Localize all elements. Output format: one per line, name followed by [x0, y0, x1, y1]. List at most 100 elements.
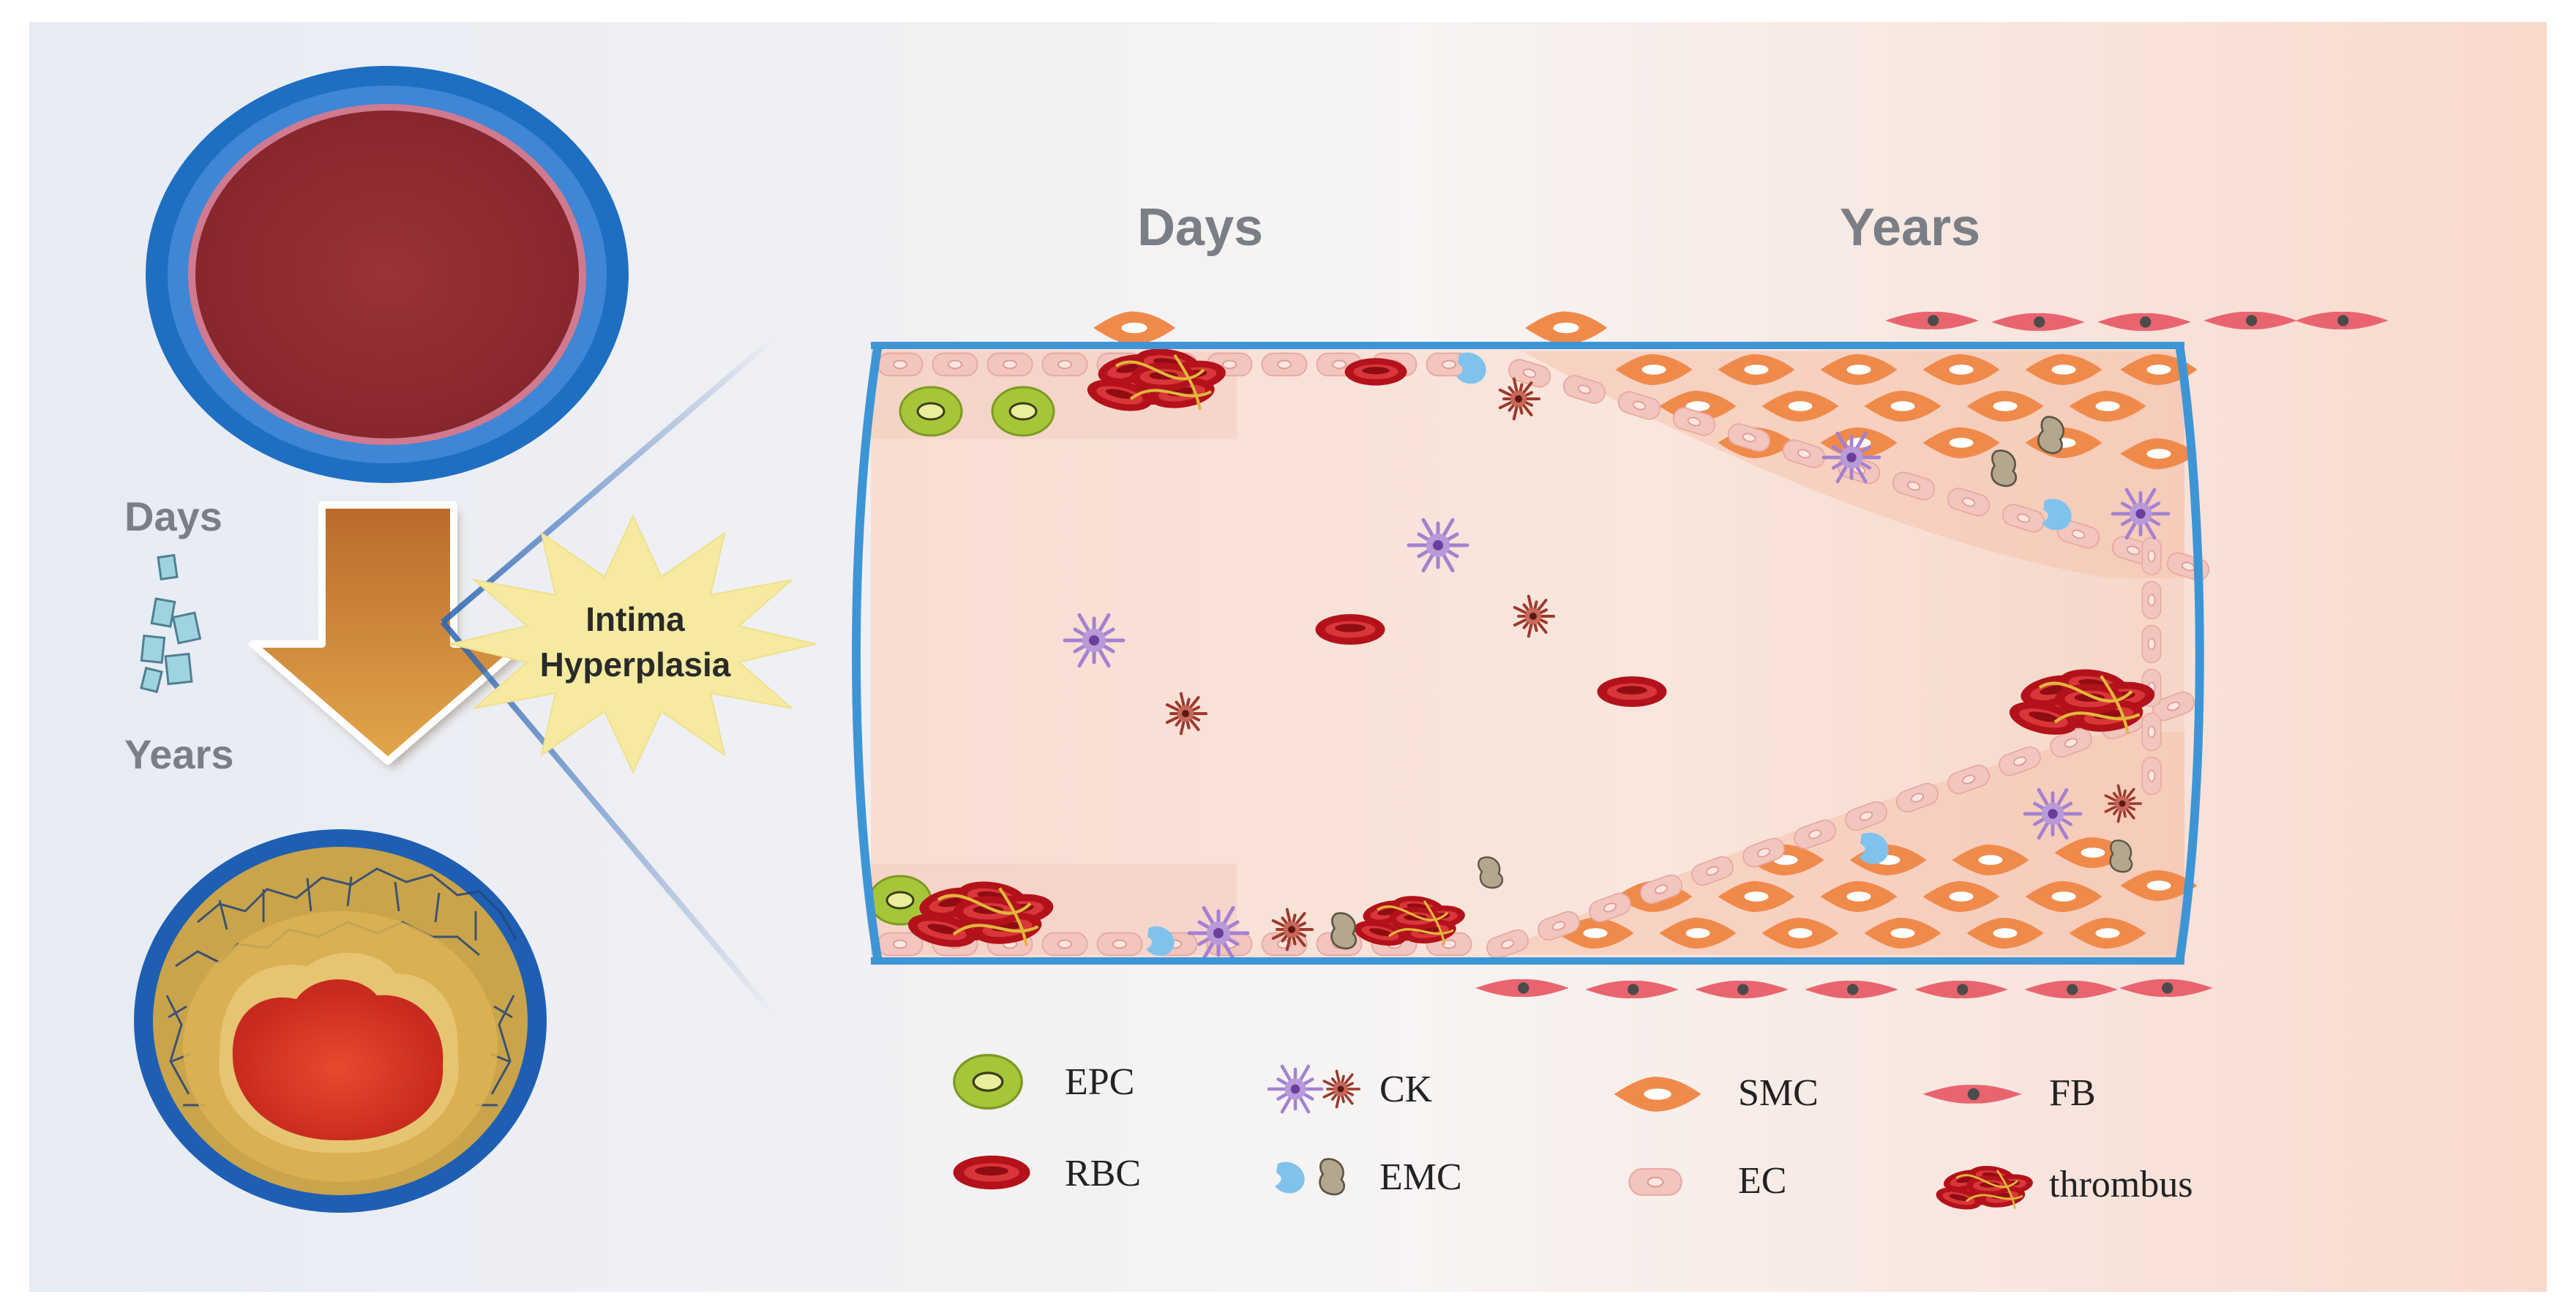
ck-brown-cell — [1165, 692, 1208, 736]
smc-cell — [1614, 1077, 1701, 1112]
smc-cell — [2025, 354, 2103, 386]
smc-cell — [2069, 917, 2146, 949]
ec-cell — [1096, 932, 1143, 957]
fb-cell — [1475, 979, 1569, 998]
fb-cell — [1914, 980, 2008, 999]
emc-blue-cell — [1456, 352, 1486, 384]
legend: EPC RBC CK EMC SMC EC FB thrombus — [953, 1054, 2193, 1210]
legend-label-rbc: RBC — [1065, 1153, 1141, 1194]
label-days-top: Days — [1137, 198, 1263, 257]
ck-purple-cell — [1187, 905, 1250, 961]
smc-cell — [1966, 390, 2044, 422]
fb-cell — [1885, 311, 1979, 330]
ec-cell — [1892, 471, 1936, 501]
emc-gray-cell — [1478, 856, 1504, 889]
smc-cell — [1922, 354, 2000, 386]
rbc-cell — [953, 1155, 1030, 1190]
legend-label-fb: FB — [2049, 1072, 2096, 1114]
ec-cell — [1947, 487, 1991, 517]
thrombus-cluster — [1354, 896, 1465, 946]
smc-cell — [1864, 390, 1942, 422]
ck-purple-cell — [2023, 788, 2083, 840]
legend-label-thrombus: thrombus — [2049, 1164, 2193, 1205]
ec-cell — [2050, 727, 2092, 758]
smc-cell — [1659, 917, 1737, 949]
rbc-cell — [1597, 676, 1667, 707]
smc-cell — [1093, 311, 1175, 345]
fb-cell — [1922, 1085, 2022, 1104]
ec-cell — [2141, 536, 2162, 576]
legend-label-ck: CK — [1379, 1069, 1433, 1110]
rbc-cell — [1315, 614, 1385, 645]
emc-blue-cell — [1275, 1162, 1305, 1194]
label-years-left: Years — [124, 731, 234, 777]
rbc-cell — [1087, 379, 1153, 411]
smc-cell — [1525, 311, 1607, 345]
ec-cell — [1486, 929, 1529, 960]
ec-cell — [1845, 801, 1887, 831]
time-tiles-icon — [140, 553, 202, 694]
smc-cell — [1820, 880, 1898, 913]
smc-cell — [1718, 354, 1795, 386]
emc-gray-cell — [2037, 416, 2064, 454]
ec-cell — [2141, 712, 2162, 752]
ec-cell — [1589, 892, 1631, 923]
ec-cell — [1896, 782, 1939, 813]
ck-purple-cell — [1063, 613, 1126, 668]
diseased-vessel-cross-section — [134, 829, 547, 1213]
ec-cell — [877, 932, 924, 957]
ec-cell — [1628, 1168, 1682, 1196]
fb-cell — [2204, 311, 2297, 330]
epc-cell — [991, 386, 1055, 437]
emc-gray-cell — [1991, 449, 2017, 487]
emc-blue-cell — [2042, 498, 2072, 531]
ec-cell — [1794, 819, 1836, 850]
smc-cell — [1615, 354, 1693, 386]
ec-cell — [1261, 352, 1308, 377]
smc-cell — [2120, 438, 2198, 470]
rbc-cell — [1389, 907, 1442, 930]
legend-label-smc: SMC — [1738, 1072, 1819, 1114]
burst-label-line2: Hyperplasia — [540, 646, 731, 684]
rbc-cell — [1936, 1187, 1982, 1210]
ec-cell — [1538, 910, 1580, 941]
label-days-left: Days — [124, 493, 222, 539]
emc-gray-cell — [1330, 912, 1357, 950]
rbc-cell — [2009, 701, 2078, 735]
ec-cell — [2002, 504, 2045, 533]
smc-cell — [2069, 390, 2146, 422]
ec-cell — [2141, 624, 2162, 664]
rbc-cell — [1966, 1175, 2012, 1196]
ec-cell — [1672, 407, 1716, 436]
intima-hyperplasia-burst: Intima Hyperplasia — [449, 514, 817, 774]
rbc-cell — [907, 913, 976, 947]
label-years-top: Years — [1840, 198, 1980, 257]
smc-cell — [1966, 917, 2044, 949]
vessel-wall-left-end — [852, 343, 883, 963]
smc-cell — [2025, 880, 2103, 913]
ck-brown-cell — [2104, 784, 2143, 823]
progression-arrow — [249, 501, 528, 768]
smc-cell — [1718, 880, 1795, 913]
ec-cell — [877, 352, 924, 377]
ec-cell — [1999, 746, 2041, 777]
ck-brown-cell — [1271, 908, 1314, 951]
fb-cell — [2097, 313, 2191, 332]
ck-purple-cell — [2111, 487, 2171, 540]
rbc-cell — [954, 896, 1023, 927]
fb-cell — [2295, 311, 2389, 330]
ec-cell — [1727, 423, 1771, 452]
ck-brown-cell — [1513, 594, 1555, 638]
thrombus-cluster — [1936, 1165, 2033, 1210]
ec-cell — [1041, 352, 1088, 377]
smc-cell — [1952, 844, 2029, 876]
smc-cell — [1922, 880, 2000, 913]
smc-cell — [1761, 390, 1839, 422]
thrombus-cluster — [907, 881, 1054, 947]
ec-cell — [2141, 580, 2162, 620]
ec-cell — [1041, 932, 1088, 957]
epc-cell — [899, 386, 963, 437]
emc-blue-cell — [1146, 926, 1175, 957]
